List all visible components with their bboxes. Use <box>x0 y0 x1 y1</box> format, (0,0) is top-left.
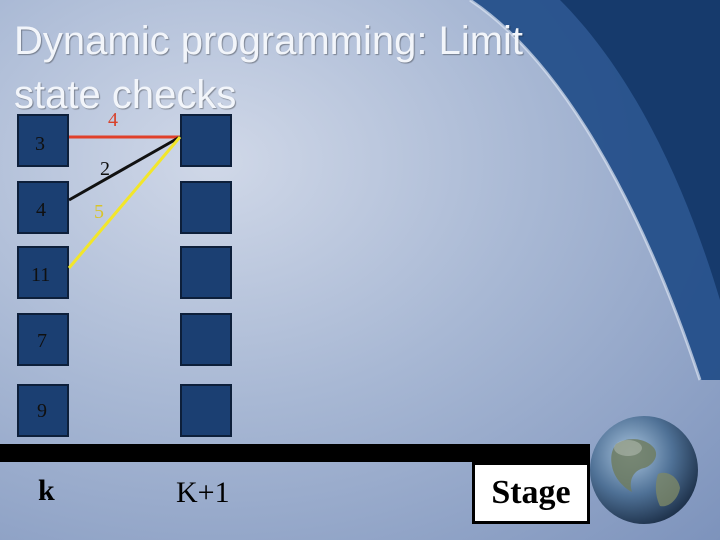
stage-k-label: k <box>38 474 55 507</box>
stage-k1-node-1 <box>180 114 232 167</box>
stage-k1-node-4 <box>180 313 232 366</box>
stage-k-node-4 <box>17 313 69 366</box>
node-label-3: 11 <box>31 264 51 286</box>
edge-label-red: 4 <box>108 109 118 131</box>
slide-title: Dynamic programming: Limit state checks <box>14 14 523 122</box>
stage-k-node-3 <box>17 246 69 299</box>
edge-label-yellow: 5 <box>94 201 104 223</box>
title-line-2: state checks <box>14 73 237 117</box>
edge-black <box>68 135 181 202</box>
stage-k-node-5 <box>17 384 69 437</box>
stage-k1-node-2 <box>180 181 232 234</box>
edge-yellow <box>67 136 182 269</box>
node-label-5: 9 <box>37 400 47 422</box>
stage-k1-label: K+1 <box>176 476 230 509</box>
stage-k1-node-3 <box>180 246 232 299</box>
globe-icon <box>590 416 698 524</box>
node-label-1: 3 <box>35 133 45 155</box>
title-line-1: Dynamic programming: Limit <box>14 19 524 63</box>
stage-label-box: Stage <box>472 462 590 524</box>
stage-label: Stage <box>491 474 571 511</box>
stage-k-node-2 <box>17 181 69 234</box>
node-label-4: 7 <box>37 330 47 352</box>
stage-k-node-1 <box>17 114 69 167</box>
node-label-2: 4 <box>36 199 46 221</box>
edge-label-black: 2 <box>100 158 110 180</box>
stage-axis-bar <box>0 444 590 462</box>
stage-k1-node-5 <box>180 384 232 437</box>
